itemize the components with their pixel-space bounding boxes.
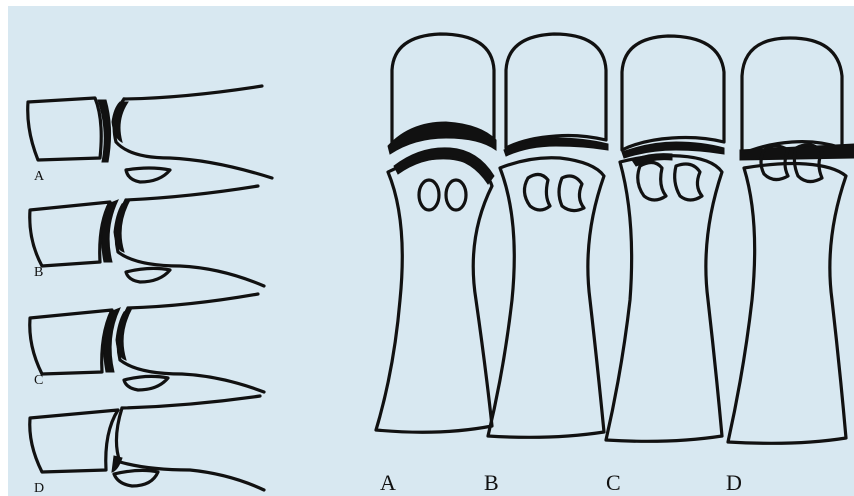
diagram-background xyxy=(8,6,854,496)
left-label-c: C xyxy=(34,373,43,388)
right-label-a: A xyxy=(380,470,396,495)
left-label-b: B xyxy=(34,265,43,280)
left-label-a: A xyxy=(34,169,45,184)
right-label-c: C xyxy=(606,470,621,495)
right-label-d: D xyxy=(726,470,742,495)
left-label-d: D xyxy=(34,481,44,496)
right-label-b: B xyxy=(484,470,499,495)
